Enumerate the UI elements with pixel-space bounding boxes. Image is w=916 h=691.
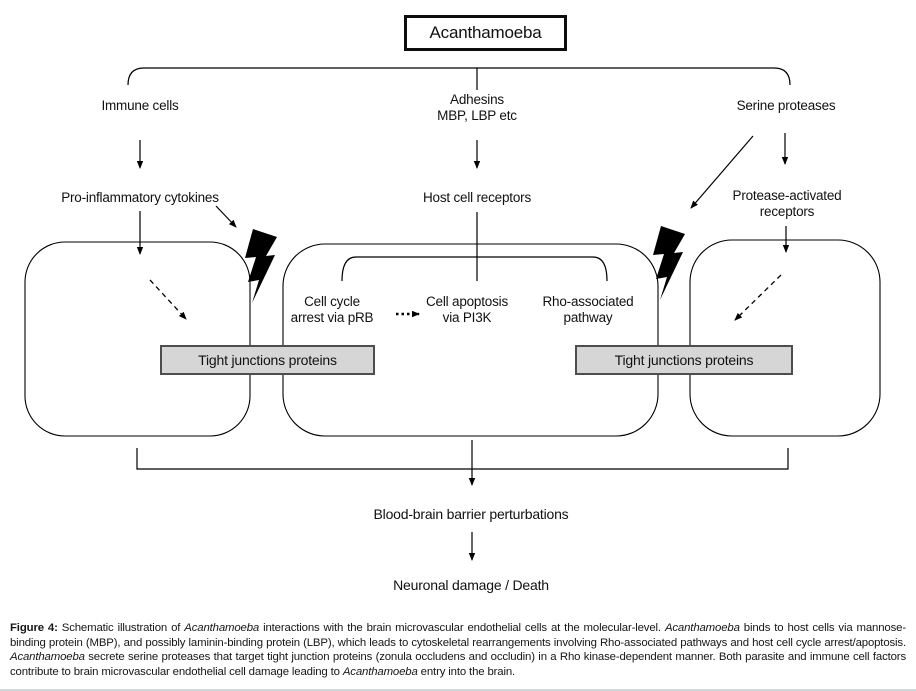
tight-junctions-right-label: Tight junctions proteins bbox=[614, 352, 754, 368]
rho-line1: Rho-associated bbox=[542, 294, 634, 309]
cell-apoptosis-label: Cell apoptosis via PI3K bbox=[426, 294, 508, 326]
protease-activated-receptors-label: Protease-activated receptors bbox=[733, 188, 842, 220]
arrow-cytokines-to-junction bbox=[215, 205, 237, 228]
cell-cycle-arrest-label: Cell cycle arrest via pRB bbox=[291, 294, 374, 326]
endothelial-cell-right bbox=[689, 239, 881, 437]
pro-inflammatory-cytokines-label: Pro-inflammatory cytokines bbox=[61, 190, 219, 205]
cell-cycle-line2: arrest via pRB bbox=[290, 309, 374, 325]
rho-line2: pathway bbox=[563, 309, 613, 325]
endothelial-cell-middle bbox=[282, 243, 659, 437]
adhesins-line1: Adhesins bbox=[450, 92, 504, 107]
dashed-arrow-left-cell bbox=[149, 279, 187, 320]
caption-seg-4: Acanthamoeba bbox=[664, 622, 740, 634]
par-line2: receptors bbox=[759, 203, 815, 219]
dashed-arrow-right-cell bbox=[734, 274, 782, 321]
adhesins-line2: MBP, LBP etc bbox=[437, 107, 517, 123]
figure-caption: Figure 4: Schematic illustration of Acan… bbox=[10, 621, 906, 679]
tight-junctions-left-label: Tight junctions proteins bbox=[198, 352, 337, 368]
arrow-serine-to-junction bbox=[690, 135, 754, 209]
lightning-bolt-icon-left bbox=[245, 229, 277, 303]
lightning-bolt-icon-right bbox=[653, 226, 685, 300]
diagram-shapes bbox=[24, 67, 881, 561]
bottom-bracket-line bbox=[136, 448, 789, 470]
serine-proteases-label: Serine proteases bbox=[736, 98, 836, 113]
caption-seg-2: Acanthamoeba bbox=[184, 622, 260, 634]
apoptosis-line1: Cell apoptosis bbox=[426, 294, 508, 309]
caption-seg-7: secrete serine proteases that target tig… bbox=[10, 651, 906, 678]
caption-seg-9: entry into the brain. bbox=[417, 665, 516, 678]
bbb-perturbations-label: Blood-brain barrier perturbations bbox=[373, 506, 569, 522]
top-bracket-line bbox=[127, 67, 791, 86]
caption-seg-8: Acanthamoeba bbox=[342, 665, 418, 678]
acanthamoeba-title: Acanthamoeba bbox=[429, 23, 542, 42]
bottom-divider bbox=[0, 689, 916, 691]
caption-seg-3: interactions with the brain microvascula… bbox=[259, 622, 665, 634]
cell-cycle-line1: Cell cycle bbox=[304, 294, 360, 309]
par-line1: Protease-activated bbox=[732, 188, 842, 203]
endothelial-cell-left bbox=[24, 241, 251, 437]
neuronal-damage-label: Neuronal damage / Death bbox=[393, 577, 549, 593]
acanthamoeba-title-box: Acanthamoeba bbox=[404, 15, 567, 51]
host-cell-receptors-label: Host cell receptors bbox=[423, 190, 531, 205]
caption-seg-1: Schematic illustration of bbox=[57, 622, 185, 634]
apoptosis-line2: via PI3K bbox=[442, 309, 492, 325]
tight-junctions-box-left: Tight junctions proteins bbox=[160, 345, 375, 375]
middle-cell-bracket bbox=[341, 256, 608, 282]
caption-seg-6: Acanthamoeba bbox=[10, 651, 85, 664]
immune-cells-label: Immune cells bbox=[101, 98, 179, 113]
rho-pathway-label: Rho-associated pathway bbox=[542, 294, 633, 326]
caption-seg-5: binds to host cells via mannose-binding … bbox=[10, 622, 906, 649]
tight-junctions-box-right: Tight junctions proteins bbox=[575, 345, 793, 375]
adhesins-label: Adhesins MBP, LBP etc bbox=[437, 92, 517, 124]
caption-figure-number: Figure 4: bbox=[10, 622, 58, 634]
